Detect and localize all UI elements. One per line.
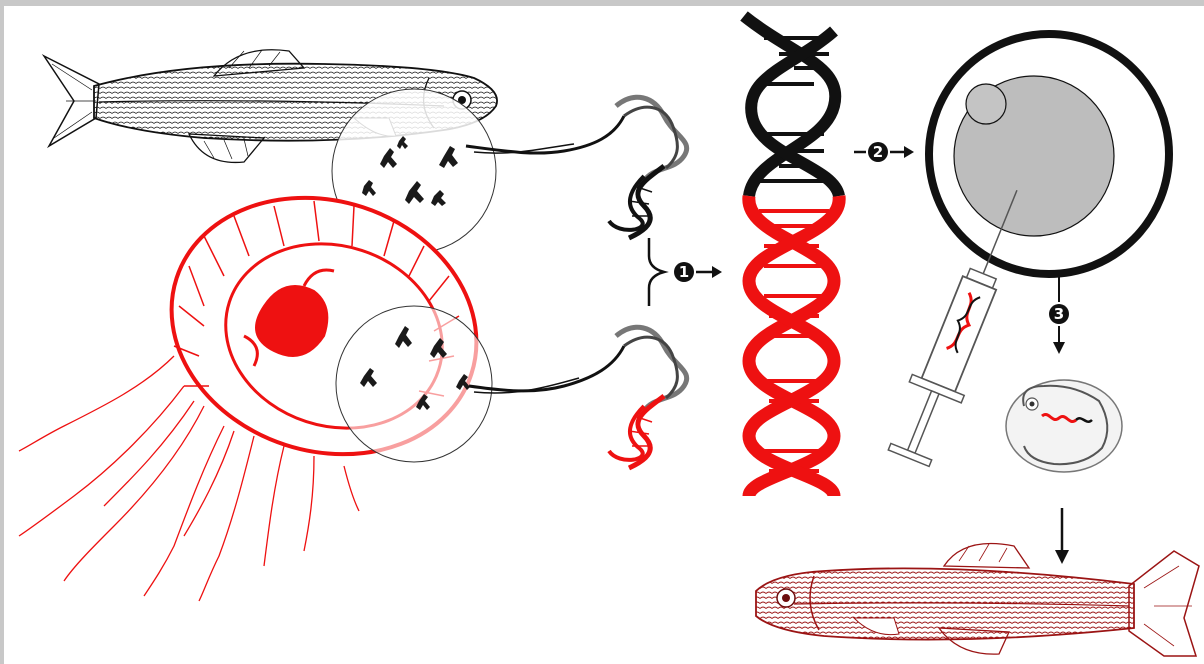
chromosome-icon (336, 306, 492, 462)
dna-helix-icon (466, 97, 687, 238)
dna-helix-icon (469, 327, 687, 468)
step-3-arrow: 3 (1049, 276, 1069, 354)
step-2-arrow: 2 (854, 142, 914, 162)
transgenic-zebrafish-icon (756, 544, 1199, 657)
fertilized-egg-icon (929, 34, 1169, 274)
diagram-canvas: 1 2 (4, 6, 1204, 664)
result-arrow (1055, 508, 1069, 564)
step-3-label: 3 (1054, 305, 1064, 323)
step-1-arrow: 1 (649, 238, 722, 306)
recombinant-dna-icon (744, 16, 839, 496)
step-2-label: 2 (873, 143, 883, 161)
step-1-label: 1 (679, 263, 689, 281)
transgenic-process-diagram: 1 2 (4, 6, 1204, 664)
embryo-icon (1006, 380, 1122, 472)
